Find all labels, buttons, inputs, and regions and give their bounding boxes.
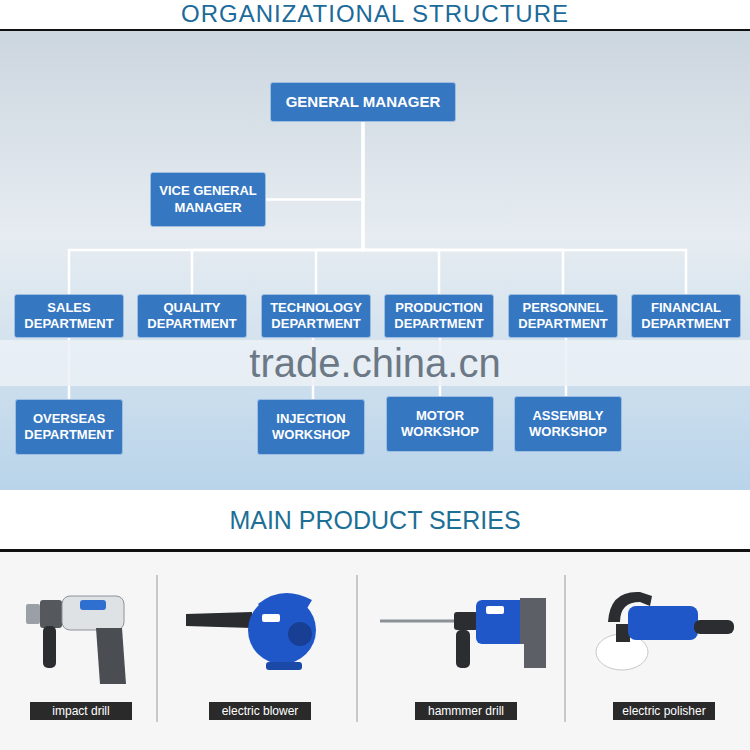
blower-vent	[288, 622, 312, 646]
node-text: TECHNOLOGY DEPARTMENT	[268, 300, 364, 333]
electric-blower-picture	[186, 593, 316, 670]
drill-body	[62, 596, 124, 630]
drill-badge	[80, 600, 106, 610]
department-box: TECHNOLOGY DEPARTMENT	[261, 294, 371, 338]
brand-mark	[486, 606, 504, 614]
product-label: impact drill	[30, 702, 132, 720]
department-box: FINANCIAL DEPARTMENT	[631, 294, 741, 338]
node-text: hammmer drill	[428, 703, 504, 719]
node-text: MOTOR WORKSHOP	[393, 408, 487, 441]
drill-chuck	[454, 612, 478, 630]
watermark-band: trade.china.cn	[0, 340, 750, 386]
node-text: FINANCIAL DEPARTMENT	[638, 300, 734, 333]
node-text: INJECTION WORKSHOP	[264, 411, 358, 444]
watermark: trade.china.cn	[249, 341, 500, 385]
node-text: OVERSEAS DEPARTMENT	[22, 411, 116, 444]
hammer-drill-picture	[380, 598, 546, 668]
department-box: PRODUCTION DEPARTMENT	[384, 294, 494, 338]
rule-line	[0, 549, 750, 552]
product-label: electric polisher	[613, 702, 715, 720]
polisher-grip	[694, 620, 734, 634]
node-text: QUALITY DEPARTMENT	[144, 300, 240, 333]
divider-line	[157, 575, 158, 722]
product-label: hammmer drill	[415, 702, 517, 720]
polisher-body	[628, 606, 698, 640]
side-handle	[456, 630, 470, 668]
polisher-spindle	[616, 624, 630, 642]
connector-line	[363, 122, 563, 294]
manager-box: VICE GENERAL MANAGER	[150, 172, 266, 227]
section-heading: MAIN PRODUCT SERIES	[0, 505, 750, 535]
connector-line	[363, 122, 686, 294]
connector-line	[69, 122, 363, 294]
workshop-box: ASSEMBLY WORKSHOP	[514, 396, 622, 452]
drill-chuck	[40, 600, 62, 628]
drill-handle	[96, 628, 126, 684]
node-text: VICE GENERAL MANAGER	[157, 183, 259, 216]
rule-line	[0, 29, 750, 31]
department-box: QUALITY DEPARTMENT	[137, 294, 247, 338]
impact-drill-picture	[26, 596, 126, 684]
connector-line	[363, 122, 439, 294]
node-text: GENERAL MANAGER	[286, 93, 441, 112]
department-box: OVERSEAS DEPARTMENT	[15, 399, 123, 455]
side-handle	[43, 626, 56, 668]
drill-bit	[380, 620, 456, 623]
blower-handle	[258, 593, 312, 612]
blower-base	[266, 662, 302, 670]
drill-handle	[520, 598, 546, 668]
divider-line	[565, 575, 566, 722]
workshop-box: INJECTION WORKSHOP	[257, 399, 365, 455]
heading-ground	[0, 490, 750, 549]
drill-chuck	[26, 604, 40, 624]
brand-mark	[262, 614, 280, 622]
node-text: impact drill	[52, 703, 109, 719]
node-text: PERSONNEL DEPARTMENT	[515, 300, 611, 333]
workshop-box: MOTOR WORKSHOP	[386, 396, 494, 452]
manager-box: GENERAL MANAGER	[270, 82, 456, 122]
connector-line	[316, 122, 363, 294]
department-box: PERSONNEL DEPARTMENT	[508, 294, 618, 338]
node-text: electric blower	[222, 703, 299, 719]
product-label: electric blower	[209, 702, 311, 720]
node-text: electric polisher	[622, 703, 705, 719]
chart-ground	[0, 31, 750, 490]
title-ground	[0, 0, 750, 29]
department-box: SALES DEPARTMENT	[14, 294, 124, 338]
node-text: ASSEMBLY WORKSHOP	[521, 408, 615, 441]
product-ground	[0, 552, 750, 750]
polisher-handle	[608, 592, 652, 622]
divider-line	[357, 575, 358, 722]
page-title: ORGANIZATIONAL STRUCTURE	[0, 1, 750, 27]
node-text: SALES DEPARTMENT	[21, 300, 117, 333]
node-text: PRODUCTION DEPARTMENT	[391, 300, 487, 333]
blower-nozzle	[186, 612, 252, 628]
electric-polisher-picture	[596, 592, 734, 670]
connector-line	[266, 122, 363, 200]
